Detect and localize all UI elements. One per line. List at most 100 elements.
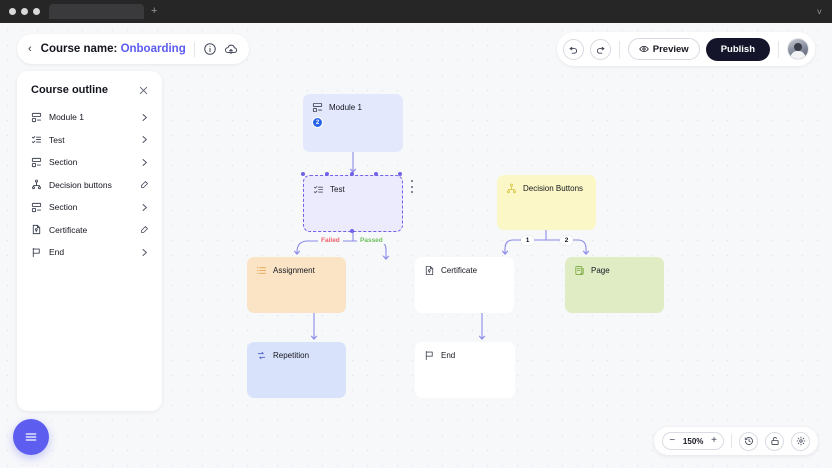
node-header: Module 1 [303, 94, 403, 113]
node-header: Assignment [247, 257, 346, 276]
chrome-expand-icon[interactable]: ˅ [816, 6, 822, 17]
node-label: Test [330, 185, 345, 194]
sidebar-item-test[interactable]: Test [17, 129, 162, 152]
divider [618, 40, 620, 58]
sidebar-item-label: Test [49, 134, 65, 145]
sidebar-item-label: Section [49, 202, 78, 213]
zoom-in-button[interactable]: + [711, 435, 717, 446]
course-outline-panel: Course outline Module 1 Test Section [17, 71, 162, 411]
decision-tree-icon [507, 183, 516, 194]
node-badge-count: 2 [312, 117, 323, 128]
chevron-right-icon[interactable] [140, 203, 149, 212]
menu-dot [410, 185, 413, 188]
info-circle-icon[interactable] [203, 42, 217, 56]
chevron-right-icon[interactable] [140, 135, 149, 144]
flow-node-decision-buttons[interactable]: Decision Buttons [497, 175, 596, 230]
flow-node-assignment[interactable]: Assignment [247, 257, 346, 313]
course-name-prefix: Course name: [40, 43, 118, 55]
node-header: Test [304, 176, 402, 195]
node-header: Decision Buttons [497, 175, 596, 194]
course-outline-header: Course outline [17, 84, 162, 96]
edit-pencil-icon[interactable] [140, 180, 149, 189]
resize-handle-tc2[interactable] [350, 172, 354, 176]
sidebar-item-module-1[interactable]: Module 1 [17, 106, 162, 129]
zoom-out-button[interactable]: − [669, 435, 676, 446]
flow-node-page[interactable]: Page [565, 257, 664, 313]
sidebar-item-label: Decision buttons [49, 179, 112, 190]
eye-icon [639, 45, 649, 53]
node-context-menu-button[interactable] [408, 178, 415, 195]
lock-button[interactable] [765, 431, 784, 451]
edit-pencil-icon[interactable] [140, 225, 149, 234]
browser-chrome: + ˅ [0, 0, 832, 23]
flow-node-test[interactable]: Test [303, 175, 403, 232]
flow-node-module1[interactable]: Module 1 2 [303, 94, 403, 152]
zoom-level-value: 150% [682, 436, 704, 446]
redo-arrow-icon [596, 46, 605, 54]
sidebar-item-label: Section [49, 157, 78, 168]
node-header: Certificate [415, 257, 514, 276]
preview-button[interactable]: Preview [627, 38, 700, 60]
chevron-right-icon[interactable] [140, 113, 149, 122]
sidebar-item-certificate[interactable]: Certificate [17, 219, 162, 242]
node-label: End [441, 351, 456, 360]
history-button[interactable] [739, 431, 758, 451]
resize-handle-tc3[interactable] [374, 172, 378, 176]
divider [778, 40, 779, 58]
menu-dot [410, 191, 413, 193]
minimize-window-button[interactable] [21, 8, 28, 15]
browser-tab[interactable] [49, 4, 144, 19]
resize-handle-tl[interactable] [301, 172, 305, 176]
back-chevron-icon[interactable]: ‹ [28, 42, 32, 55]
avatar[interactable] [787, 38, 809, 60]
edge-label-branch-2: 2 [560, 236, 573, 245]
close-window-button[interactable] [9, 8, 16, 15]
close-icon[interactable] [138, 85, 149, 96]
course-outline-title: Course outline [31, 84, 109, 96]
sidebar-item-section-1[interactable]: Section [17, 151, 162, 174]
new-tab-button[interactable]: + [151, 5, 158, 17]
sidebar-item-decision-buttons[interactable]: Decision buttons [17, 174, 162, 197]
node-header: Repetition [247, 342, 346, 361]
edge-label-passed: Passed [357, 237, 386, 244]
hamburger-menu-icon [25, 433, 37, 441]
undo-button[interactable] [562, 38, 584, 60]
settings-gear-icon [796, 436, 805, 446]
node-header: End [415, 342, 515, 361]
preview-label: Preview [652, 43, 689, 55]
canvas-zoom-toolbar: − 150% + [654, 427, 818, 455]
cloud-upload-icon[interactable] [224, 42, 238, 56]
course-name-value: Onboarding [120, 43, 186, 55]
resize-handle-tc1[interactable] [325, 172, 329, 176]
history-clock-icon [744, 437, 753, 445]
sidebar-item-section-2[interactable]: Section [17, 196, 162, 219]
flow-node-certificate[interactable]: Certificate [415, 257, 514, 313]
chevron-right-icon[interactable] [140, 248, 149, 257]
test-list-icon [313, 186, 324, 194]
editor-action-bar: Preview Publish [556, 32, 815, 66]
flag-icon [425, 350, 433, 361]
settings-button[interactable] [791, 431, 810, 451]
floating-menu-button[interactable] [13, 419, 49, 455]
publish-button[interactable]: Publish [705, 37, 770, 61]
module-icon [312, 102, 323, 113]
node-label: Repetition [273, 351, 310, 360]
repeat-icon [257, 351, 266, 360]
sidebar-item-label: End [49, 247, 65, 258]
flow-node-repetition[interactable]: Repetition [247, 342, 346, 398]
redo-button[interactable] [589, 38, 611, 60]
node-header: Page [565, 257, 664, 276]
node-label: Certificate [441, 266, 478, 275]
module-icon [31, 157, 42, 167]
window-traffic-lights [9, 8, 40, 15]
sidebar-item-label: Module 1 [49, 112, 84, 123]
course-header-bar: ‹ Course name: Onboarding [17, 34, 249, 64]
maximize-window-button[interactable] [33, 8, 40, 15]
sidebar-item-end[interactable]: End [17, 241, 162, 264]
chevron-right-icon[interactable] [140, 158, 149, 167]
connector-handle-bottom[interactable] [350, 229, 354, 233]
flag-icon [32, 247, 40, 257]
flow-node-end[interactable]: End [415, 342, 515, 398]
resize-handle-tr[interactable] [398, 172, 402, 176]
undo-arrow-icon [569, 46, 577, 54]
